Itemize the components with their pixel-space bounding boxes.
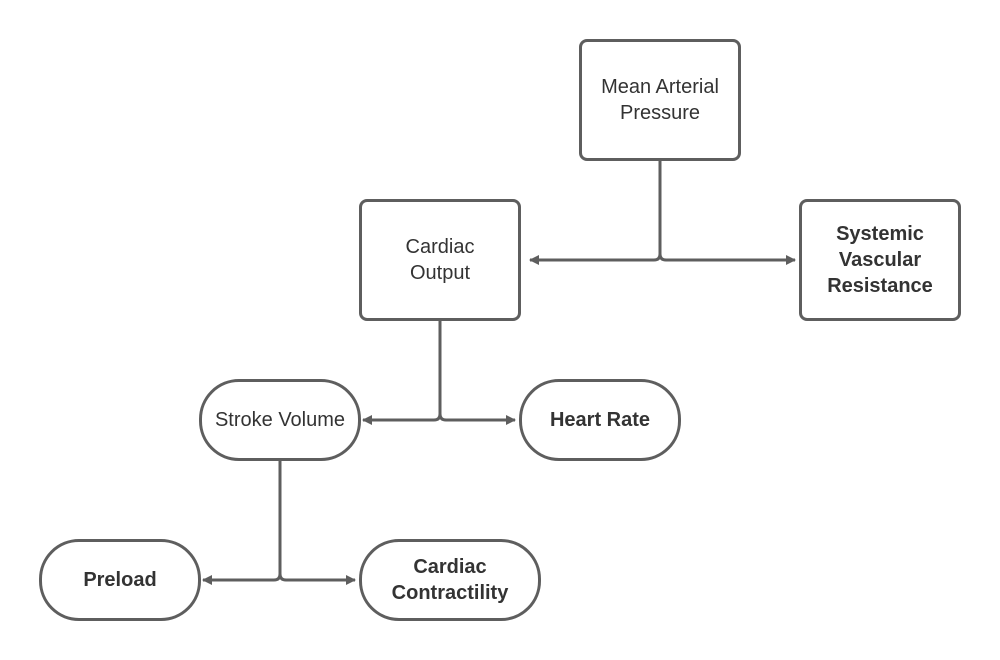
node-label: Cardiac Output [405,236,475,284]
node-label: Systemic Vascular Resistance [827,223,933,297]
node-cardiac-output[interactable]: Cardiac Output [359,199,521,321]
node-label: Heart Rate [549,409,651,431]
node-label: Stroke Volume [214,409,346,431]
node-mean-arterial-pressure[interactable]: Mean Arterial Pressure [579,39,741,161]
node-cardiac-contractility[interactable]: Cardiac Contractility [359,539,541,621]
node-heart-rate[interactable]: Heart Rate [519,379,681,461]
node-label: Preload [83,569,157,591]
node-systemic-vascular-resistance[interactable]: Systemic Vascular Resistance [799,199,961,321]
node-label: Cardiac Contractility [391,556,509,604]
connector-sv-to-contractility [278,573,356,585]
connector-co-to-hr [438,413,516,425]
node-stroke-volume[interactable]: Stroke Volume [199,379,361,461]
connector-co-to-sv [362,320,442,425]
connector-map-trunk [529,160,662,265]
node-label: Mean Arterial Pressure [601,76,719,124]
connector-map-to-svr [658,253,796,265]
node-preload[interactable]: Preload [39,539,201,621]
connector-sv-to-preload [202,460,282,585]
